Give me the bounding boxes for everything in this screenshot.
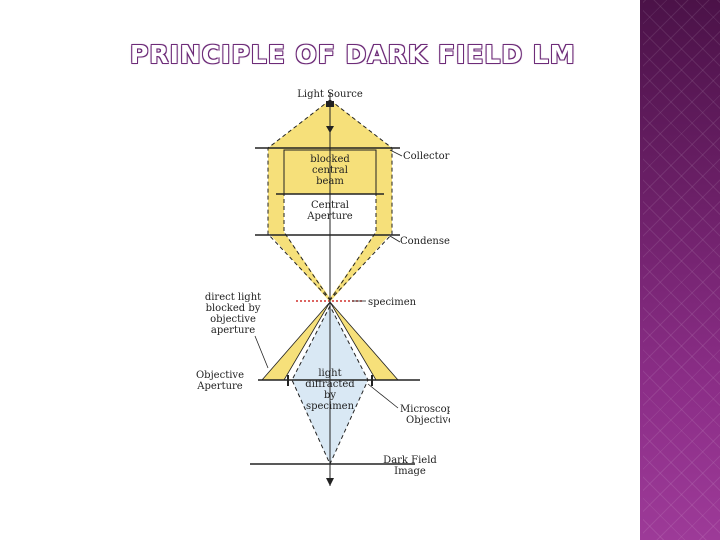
- upper-light-path-left: [267, 99, 331, 301]
- decorative-sidebar: [640, 0, 720, 540]
- label-blocked-2: central: [312, 165, 348, 176]
- label-direct-light-3: objective: [210, 314, 256, 325]
- pointer-direct-light: [254, 335, 269, 369]
- label-objective-aperture-1: Objective: [196, 370, 244, 381]
- pointer-condenser: [389, 235, 401, 243]
- axis-arrow-bottom: [326, 478, 334, 486]
- label-diffracted-3: by: [324, 390, 336, 401]
- label-microscope-objective-2: Objective: [406, 415, 450, 426]
- axis-arrow-mid: [326, 126, 334, 133]
- label-condenser: Condenser: [400, 236, 450, 247]
- inner-light-path-left: [283, 150, 331, 301]
- label-objective-aperture-2: Aperture: [196, 381, 243, 392]
- label-dark-field-2: Image: [394, 466, 426, 477]
- label-blocked-3: beam: [316, 176, 344, 187]
- label-collector: Collector: [403, 151, 450, 162]
- label-diffracted-1: light: [318, 368, 341, 379]
- slide-title: PRINCIPLE OF DARK FIELD LM: [130, 40, 576, 69]
- label-blocked-1: blocked: [310, 154, 350, 165]
- sidebar-pattern: [643, 0, 720, 540]
- pointer-collector: [389, 149, 403, 157]
- label-light-source: Light Source: [297, 89, 363, 100]
- dark-field-diagram: Light Source Collector blocked central b…: [196, 89, 450, 486]
- upper-light-path-right: [329, 99, 393, 301]
- label-central-aperture-1: Central: [311, 200, 349, 211]
- label-dark-field-1: Dark Field: [383, 455, 437, 466]
- label-diffracted-2: diffracted: [305, 379, 355, 390]
- label-direct-light-4: aperture: [211, 325, 255, 336]
- label-microscope-objective-1: Microscope: [400, 404, 450, 415]
- pointer-microscope-objective: [367, 383, 399, 409]
- label-direct-light-2: blocked by: [206, 303, 261, 314]
- label-direct-light-1: direct light: [205, 292, 261, 303]
- light-source-bulb: [326, 101, 334, 107]
- label-central-aperture-2: Aperture: [306, 211, 353, 222]
- inner-light-path-right: [329, 150, 377, 301]
- label-specimen: specimen: [368, 297, 417, 308]
- label-diffracted-4: specimen: [306, 401, 355, 412]
